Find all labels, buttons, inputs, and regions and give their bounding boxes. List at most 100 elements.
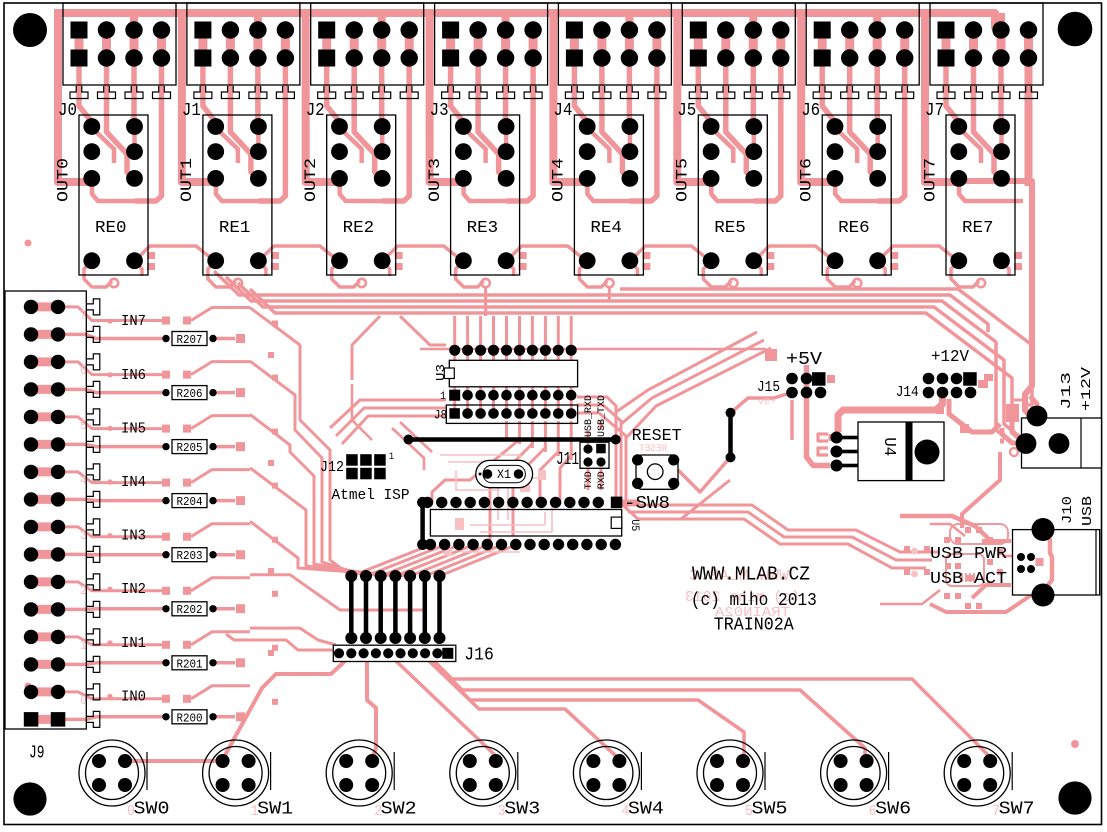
- svg-text:SW4: SW4: [628, 800, 664, 820]
- svg-text:X1: X1: [497, 467, 511, 482]
- svg-text:+5v: +5v: [757, 397, 776, 407]
- svg-text:SW1: SW1: [257, 800, 293, 820]
- svg-text:J15: J15: [757, 379, 780, 396]
- svg-text:0: 0: [80, 693, 87, 708]
- svg-text:RE4: RE4: [590, 219, 622, 238]
- svg-text:J1: J1: [182, 101, 201, 121]
- svg-text:U3: U3: [434, 364, 448, 381]
- svg-text:J3: J3: [430, 101, 449, 121]
- svg-text:USB ACT: USB ACT: [930, 570, 1007, 589]
- svg-text:R200: R200: [177, 711, 203, 725]
- svg-text:3: 3: [498, 803, 506, 820]
- svg-text:R203: R203: [177, 549, 203, 563]
- svg-text:J0: J0: [58, 101, 77, 121]
- svg-text:J8: J8: [434, 408, 447, 422]
- svg-text:4: 4: [621, 803, 629, 820]
- svg-text:J2: J2: [306, 101, 325, 121]
- svg-text:2: 2: [80, 583, 87, 598]
- svg-text:RE5: RE5: [714, 219, 746, 238]
- svg-text:R207: R207: [177, 333, 203, 347]
- svg-text:6: 6: [869, 803, 877, 820]
- svg-text:3: 3: [80, 528, 87, 543]
- svg-text:+12V: +12V: [1079, 366, 1095, 411]
- svg-text:R202: R202: [177, 603, 203, 617]
- svg-text:USB PWR: USB PWR: [930, 545, 1007, 564]
- svg-text:4: 4: [80, 473, 87, 488]
- svg-text:OUT7: OUT7: [921, 158, 939, 202]
- svg-text:R205: R205: [177, 441, 203, 455]
- svg-text:IN1: IN1: [121, 635, 146, 652]
- svg-text:1: 1: [389, 452, 394, 463]
- svg-text:6: 6: [80, 363, 87, 378]
- svg-text:J7: J7: [925, 101, 944, 121]
- svg-text:U5: U5: [628, 519, 640, 531]
- svg-text:RE6: RE6: [838, 219, 870, 238]
- svg-text:(c) miho 2013: (c) miho 2013: [691, 591, 817, 611]
- svg-text:SW7: SW7: [999, 800, 1035, 820]
- svg-text:J6: J6: [801, 101, 820, 121]
- svg-text:RE1: RE1: [219, 219, 251, 238]
- svg-text:OUT5: OUT5: [674, 158, 692, 202]
- svg-text:7: 7: [992, 803, 1000, 820]
- svg-text:(c) miho 2013: (c) miho 2013: [685, 589, 800, 606]
- svg-text:R201: R201: [177, 657, 203, 671]
- svg-text:U4: U4: [879, 437, 898, 456]
- svg-text:IN2: IN2: [121, 581, 146, 598]
- svg-text:+12V: +12V: [931, 348, 970, 367]
- svg-text:SW5: SW5: [752, 800, 788, 820]
- svg-text:1: 1: [440, 391, 446, 403]
- svg-text:OUT4: OUT4: [550, 158, 568, 202]
- svg-text:J14: J14: [896, 384, 919, 401]
- svg-text:J4: J4: [553, 101, 572, 121]
- svg-text:RXD: RXD: [597, 471, 608, 489]
- svg-text:J11: J11: [556, 450, 579, 470]
- svg-text:SW2: SW2: [381, 800, 417, 820]
- svg-text:OUT2: OUT2: [302, 158, 320, 202]
- svg-text:1: 1: [251, 803, 259, 820]
- svg-text:-SW8: -SW8: [624, 494, 670, 514]
- svg-text:WWW.MLAB.C: WWW.MLAB.C: [689, 567, 789, 585]
- svg-text:5: 5: [745, 803, 753, 820]
- svg-text:Atmel ISP: Atmel ISP: [332, 487, 410, 504]
- svg-text:RE0: RE0: [95, 219, 127, 238]
- svg-text:J5: J5: [677, 101, 696, 121]
- svg-text:IN4: IN4: [121, 474, 146, 491]
- svg-text:SW6: SW6: [875, 800, 911, 820]
- svg-text:2: 2: [374, 803, 382, 820]
- svg-text:OUT1: OUT1: [178, 158, 196, 202]
- svg-text:TRAIN02A: TRAIN02A: [714, 605, 790, 621]
- svg-text:SW3: SW3: [504, 800, 540, 820]
- svg-text:TXD: TXD: [584, 471, 595, 489]
- svg-text:USB_RXD: USB_RXD: [584, 395, 595, 437]
- svg-text:USB_TXD: USB_TXD: [597, 395, 608, 437]
- svg-text:RE7: RE7: [962, 219, 994, 238]
- svg-text:WWW.MLAB.CZ: WWW.MLAB.CZ: [692, 563, 810, 585]
- svg-text:RESET: RESET: [639, 444, 667, 455]
- svg-text:IN5: IN5: [121, 420, 146, 437]
- svg-text:J16: J16: [464, 646, 494, 666]
- svg-text:J13: J13: [1059, 372, 1075, 410]
- svg-text:IN0: IN0: [121, 688, 146, 705]
- svg-text:+5V: +5V: [786, 350, 822, 370]
- svg-text:5: 5: [80, 418, 87, 433]
- svg-text:USB: USB: [1080, 496, 1096, 526]
- svg-text:RE3: RE3: [467, 219, 499, 238]
- svg-text:0: 0: [127, 803, 135, 820]
- svg-text:7: 7: [80, 308, 87, 323]
- svg-text:OUT3: OUT3: [426, 158, 444, 202]
- svg-text:IN7: IN7: [121, 313, 146, 330]
- svg-text:R204: R204: [177, 495, 203, 509]
- svg-text:J12: J12: [320, 459, 344, 476]
- svg-text:RESET: RESET: [632, 426, 682, 445]
- svg-text:OUT6: OUT6: [798, 158, 816, 202]
- svg-text:TRAIN02A: TRAIN02A: [714, 615, 794, 635]
- svg-text:SW0: SW0: [134, 800, 170, 820]
- svg-text:J9: J9: [29, 744, 45, 764]
- svg-text:IN3: IN3: [121, 528, 146, 545]
- svg-text:1: 1: [80, 638, 87, 653]
- svg-text:IN6: IN6: [121, 367, 146, 384]
- svg-text:J10: J10: [1060, 496, 1076, 524]
- svg-text:RE2: RE2: [343, 219, 375, 238]
- svg-text:OUT0: OUT0: [54, 158, 72, 202]
- svg-text:R206: R206: [177, 387, 203, 401]
